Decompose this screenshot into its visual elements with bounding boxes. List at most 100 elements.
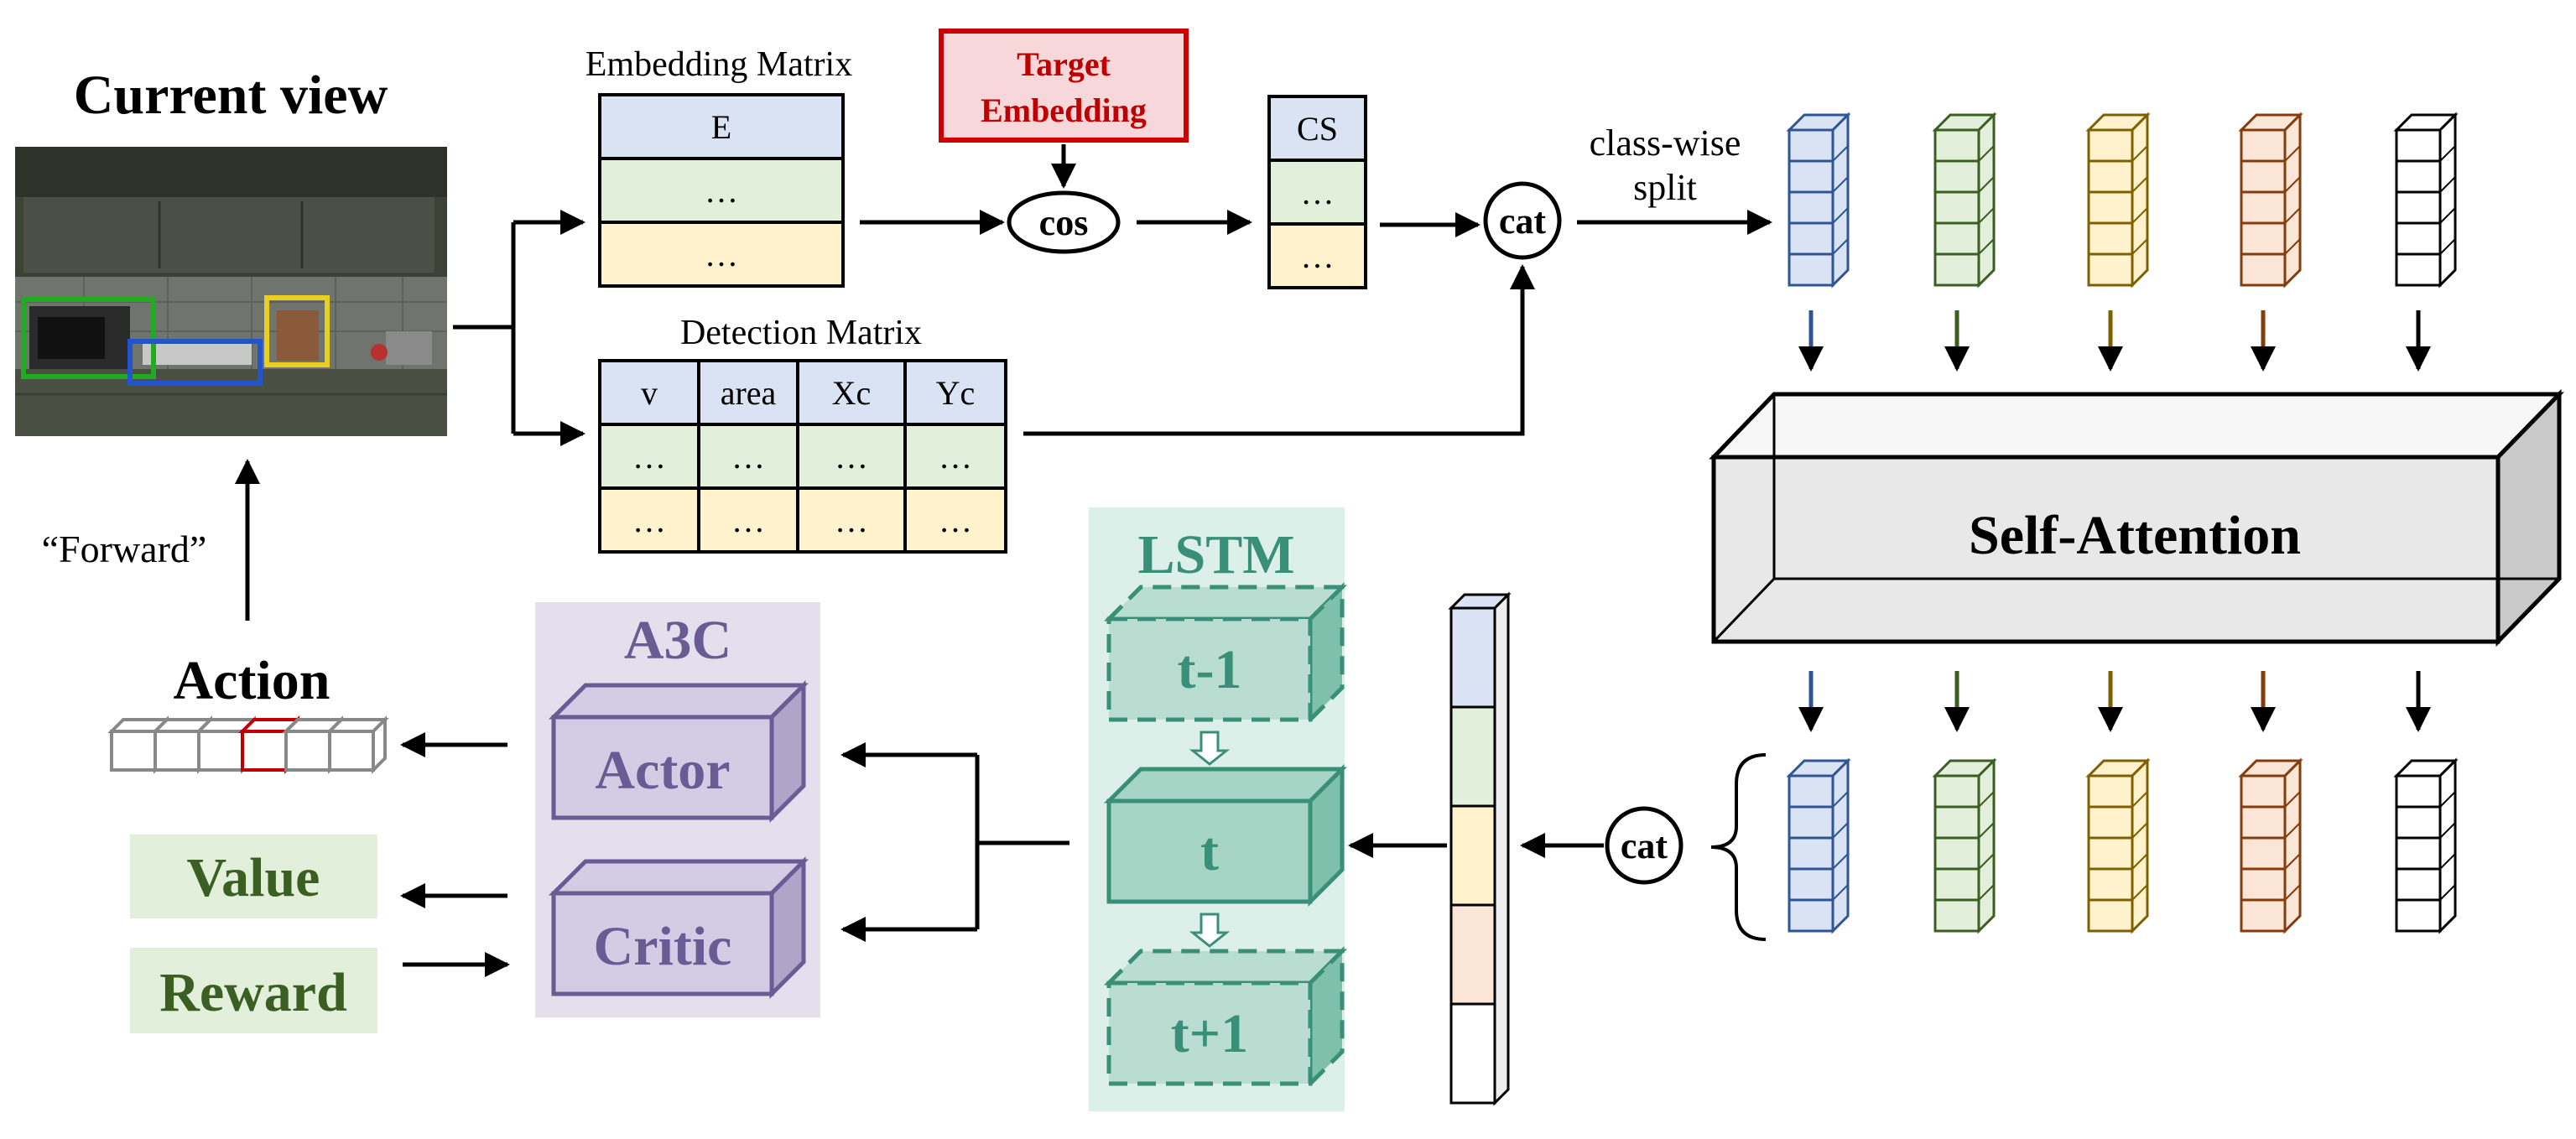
actor-label: Actor [595, 740, 730, 801]
concat-segment [1449, 1002, 1496, 1105]
target-embedding-box: Target Embedding [939, 29, 1189, 143]
lstm-cell [1103, 581, 1348, 726]
concat-segment [1449, 606, 1496, 709]
embedding-cell: E [711, 108, 731, 146]
lstm-cell-label: t [1200, 821, 1219, 882]
detection-cell-text: … [632, 438, 666, 476]
detection-cell-text: … [835, 502, 868, 539]
embedding-row [598, 221, 845, 288]
cos-label: cos [1039, 202, 1089, 243]
lstm-step-arrow [1189, 731, 1231, 766]
cs-cell: CS [1297, 110, 1338, 148]
cat-node-top: cat [1483, 181, 1562, 260]
cs-matrix: CS … … [1267, 95, 1367, 289]
class-vector-bottom [2393, 757, 2459, 934]
action-label: Action [174, 650, 330, 711]
detection-header-cell [598, 359, 700, 426]
detection-box-yellow [264, 295, 330, 367]
target-embedding-line2: Embedding [981, 91, 1147, 129]
detection-header-cell [903, 359, 1007, 426]
self-attention-block: Self-Attention [1709, 388, 2564, 648]
lstm-cell-label: t+1 [1171, 1003, 1249, 1064]
self-attention-label: Self-Attention [1969, 505, 2301, 566]
detection-matrix-title: Detection Matrix [680, 314, 922, 352]
current-view-title: Current view [74, 65, 388, 126]
lstm-to-a3c-arrows [840, 742, 1069, 942]
concat-segment [1449, 903, 1496, 1006]
detection-cell [697, 423, 799, 490]
cat-label-top: cat [1499, 200, 1547, 242]
embedding-cell: … [705, 236, 738, 273]
detection-header: Yc [936, 374, 976, 412]
class-vector-top [2085, 112, 2151, 289]
lstm-cells: t-1 t t+1 [1103, 581, 1348, 1090]
embedding-matrix-title: Embedding Matrix [585, 45, 852, 84]
target-embedding-line1: Target [1017, 45, 1111, 83]
a3c-title: A3C [624, 610, 731, 671]
embedding-row [598, 157, 845, 224]
lstm-step-arrow [1189, 913, 1231, 948]
class-vector-top [2238, 112, 2303, 289]
detection-cell [697, 486, 799, 554]
class-vector-bottom [2085, 757, 2151, 934]
cat-node-bottom: cat [1605, 806, 1684, 885]
det-to-cat-arrow [1023, 264, 1535, 436]
class-vector-bottom [1932, 757, 1997, 934]
detection-cell-text: … [939, 438, 972, 476]
detection-cell-text: … [731, 502, 765, 539]
cs-row [1267, 222, 1367, 289]
class-vector-top [2393, 112, 2459, 289]
reward-label: Reward [159, 962, 347, 1023]
detection-cell [598, 486, 700, 554]
critic-label: Critic [594, 916, 732, 977]
detection-cell-text: … [939, 502, 972, 539]
detection-cell [903, 486, 1007, 554]
detection-cell [598, 423, 700, 490]
current-view-image [15, 147, 447, 436]
cs-cell: … [1301, 237, 1335, 275]
class-vector-bottom [1786, 757, 1851, 934]
value-box: Value [130, 835, 377, 918]
embedding-matrix: E … … [598, 93, 845, 288]
lstm-title: LSTM [1137, 524, 1294, 585]
lstm-cell [1103, 945, 1348, 1090]
detection-cell-text: … [632, 502, 666, 539]
concat-segment [1449, 705, 1496, 808]
value-label: Value [187, 847, 320, 908]
forward-label: “Forward” [42, 528, 207, 570]
detection-cell-text: … [731, 438, 765, 476]
action-cell [325, 715, 389, 774]
detection-box-green [21, 297, 156, 379]
detection-cell [903, 423, 1007, 490]
detection-matrix: v … … area … … Xc … … Yc … … [598, 359, 1007, 554]
detection-header: v [641, 374, 658, 412]
action-vector [107, 715, 389, 774]
concat-vector [1448, 591, 1512, 1106]
cs-cell: … [1301, 174, 1335, 211]
detection-cell-text: … [835, 438, 868, 476]
class-vector-bottom [2238, 757, 2303, 934]
critic-box [548, 856, 809, 1000]
class-vector-top [1786, 112, 1851, 289]
detection-header: area [721, 374, 777, 412]
class-vectors-bottom [1786, 671, 2459, 934]
concat-segment [1449, 804, 1496, 907]
class-vectors-top [1786, 112, 2459, 372]
detection-header-cell [796, 359, 907, 426]
class-vector-top [1932, 112, 1997, 289]
actor-box [548, 679, 809, 824]
detection-box-blue [127, 339, 263, 386]
lstm-cell [1103, 763, 1348, 908]
detection-header: Xc [832, 374, 872, 412]
cos-node: cos [1007, 190, 1121, 254]
lstm-cell-label: t-1 [1178, 639, 1242, 700]
embedding-cell: … [705, 172, 738, 210]
image-split-arrows [453, 210, 585, 446]
split-label-line2: split [1633, 167, 1697, 208]
detection-cell [796, 423, 907, 490]
brace [1710, 753, 1767, 941]
embedding-row [598, 93, 845, 160]
detection-cell [796, 486, 907, 554]
